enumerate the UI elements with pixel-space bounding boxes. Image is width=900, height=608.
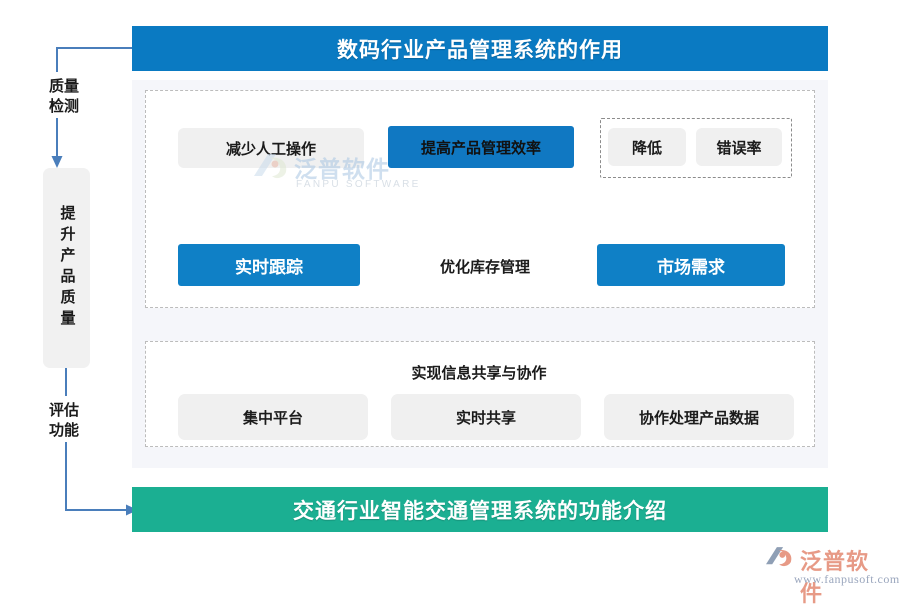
node-realtime-tracking[interactable]: 实时跟踪: [178, 244, 360, 286]
arrowhead-down-sidebar-top: [51, 156, 63, 168]
node-realtime-sharing-label: 实时共享: [455, 409, 516, 427]
dashed-group-error-reduction: [600, 118, 792, 178]
logo-url-text: www.fanpusoft.com: [794, 572, 900, 586]
node-reduce-manual-operation-label: 减少人工操作: [225, 140, 316, 158]
connector-banner-to-sidebar: [56, 47, 132, 72]
sidebar-vertical-box-improve-quality[interactable]: 提升产品质量: [43, 168, 90, 368]
node-realtime-tracking-label: 实时跟踪: [235, 257, 303, 277]
banner-title-top[interactable]: 数码行业产品管理系统的作用: [132, 26, 828, 71]
sidebar-label-evaluate-function-line1: 评估: [48, 402, 79, 419]
sidebar-vertical-box-label: 提升产品质量: [58, 205, 76, 331]
node-collaborative-product-data-label: 协作处理产品数据: [638, 409, 759, 427]
node-realtime-sharing[interactable]: 实时共享: [391, 394, 581, 440]
node-central-platform-label: 集中平台: [242, 409, 303, 427]
node-error-rate-label: 错误率: [716, 139, 762, 157]
lower-panel-title: 实现信息共享与协作: [145, 362, 813, 383]
node-market-demand[interactable]: 市场需求: [597, 244, 785, 286]
link-label-optimize-inventory-text: 优化库存管理: [439, 259, 530, 276]
banner-title-bottom[interactable]: 交通行业智能交通管理系统的功能介绍: [132, 487, 828, 532]
lower-panel-title-text: 实现信息共享与协作: [411, 365, 547, 382]
sidebar-label-quality-check: 质量 检测: [31, 77, 97, 117]
sidebar-label-evaluate-function-line2: 功能: [48, 422, 79, 439]
sidebar-label-quality-check-line2: 检测: [48, 98, 79, 115]
banner-title-top-text: 数码行业产品管理系统的作用: [337, 38, 623, 62]
node-error-rate[interactable]: 错误率: [696, 128, 782, 166]
node-market-demand-label: 市场需求: [657, 257, 725, 277]
node-central-platform[interactable]: 集中平台: [178, 394, 368, 440]
banner-title-bottom-text: 交通行业智能交通管理系统的功能介绍: [293, 499, 667, 523]
node-reduce[interactable]: 降低: [608, 128, 686, 166]
node-improve-management-efficiency-label: 提高产品管理效率: [420, 139, 541, 157]
logo-mark-icon: [766, 547, 792, 567]
node-reduce-label: 降低: [631, 139, 662, 157]
node-collaborative-product-data[interactable]: 协作处理产品数据: [604, 394, 794, 440]
sidebar-label-quality-check-line1: 质量: [48, 78, 79, 95]
logo-fanpu: 泛普软件 www.fanpusoft.com: [762, 544, 899, 606]
sidebar-label-evaluate-function: 评估 功能: [31, 401, 97, 441]
node-improve-management-efficiency[interactable]: 提高产品管理效率: [388, 126, 574, 168]
link-label-optimize-inventory: 优化库存管理: [405, 256, 565, 276]
connector-eval-to-green-banner: [65, 442, 126, 511]
node-reduce-manual-operation[interactable]: 减少人工操作: [178, 128, 364, 168]
